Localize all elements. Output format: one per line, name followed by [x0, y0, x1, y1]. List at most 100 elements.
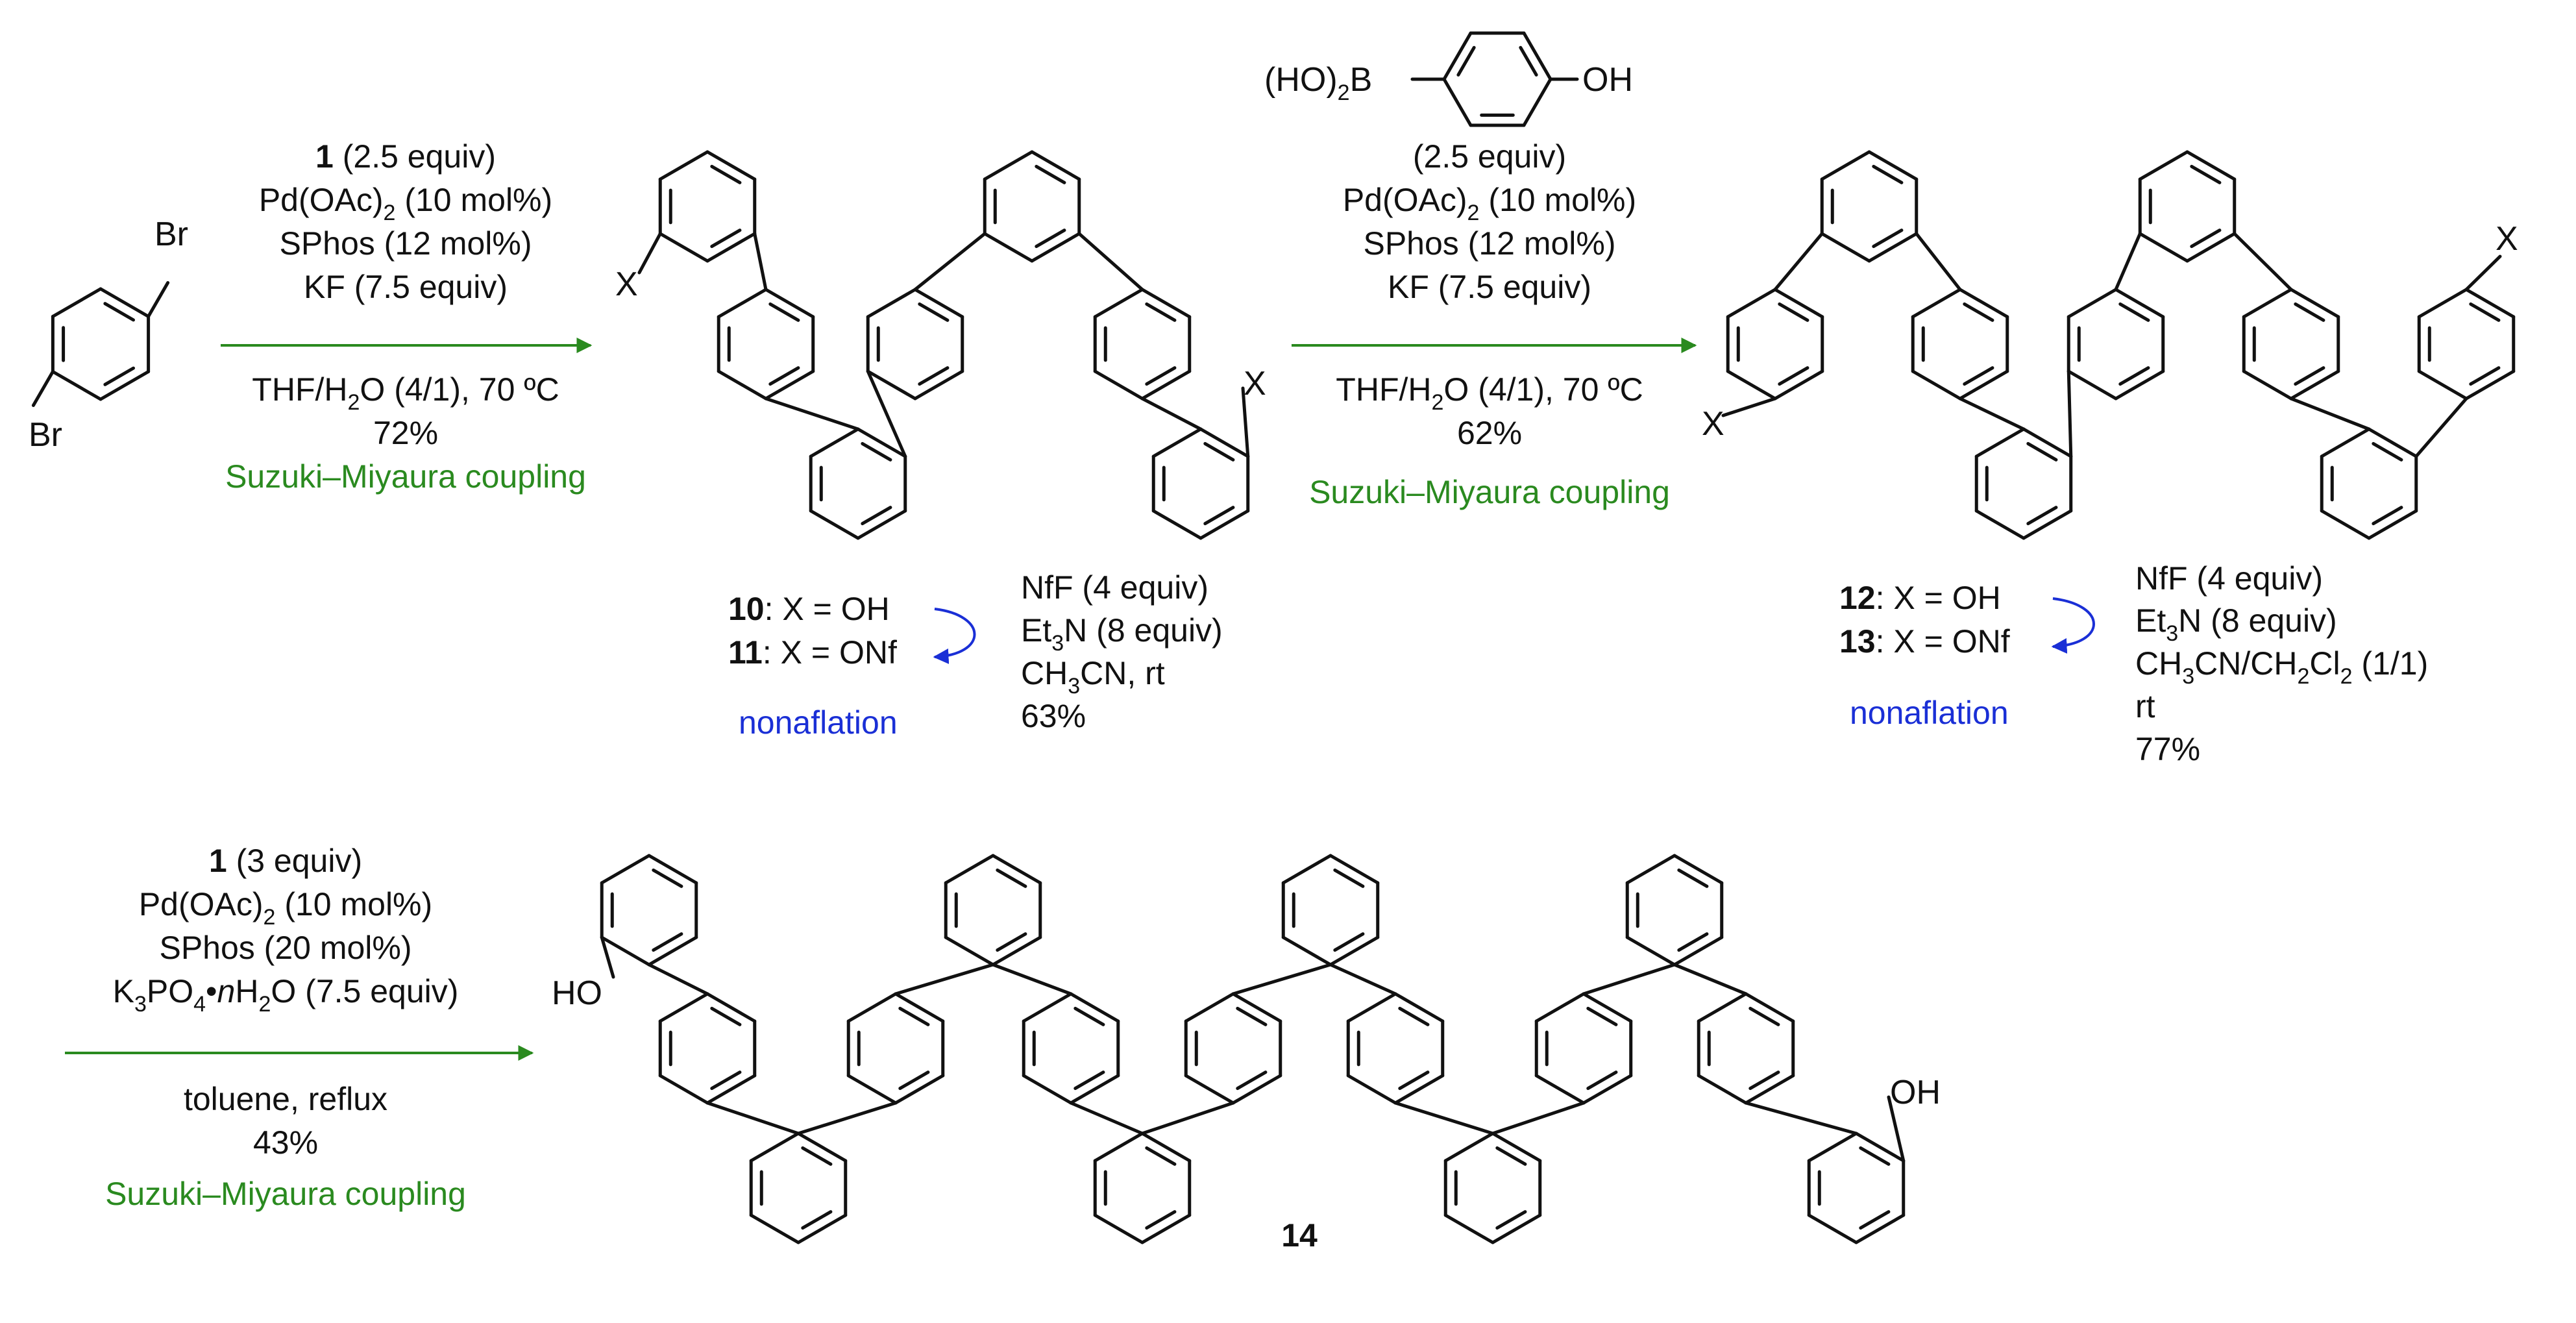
ring-bond: [2367, 509, 2418, 540]
ring-bond: [647, 935, 698, 967]
ring-bond: [1393, 992, 1445, 1023]
step2-ligand: SPhos (12 mol%): [1363, 225, 1615, 262]
ring-bond: [1443, 1131, 1495, 1163]
ring-bond: [1974, 509, 2026, 540]
nonaflation-2: 12: X = OH 13: X = ONf nonaflation NfF (…: [1839, 560, 2428, 767]
x-label-10-right: X: [1244, 365, 1266, 402]
nonaflation-label-2: nonaflation: [1850, 695, 2009, 731]
ring-bond: [1329, 935, 1380, 967]
ring-bond: [1393, 1074, 1445, 1105]
ring-bond: [1867, 150, 1919, 181]
ring-bond: [1442, 77, 1473, 127]
double-bond: [1203, 441, 1235, 462]
ring-bond: [1744, 1074, 1795, 1105]
double-bond: [1872, 164, 1904, 184]
ring-bond: [1069, 992, 1120, 1023]
step1-reaction-name: Suzuki–Miyaura coupling: [225, 458, 586, 495]
biaryl-bond: [2114, 232, 2142, 291]
double-bond: [1778, 302, 1809, 322]
double-bond: [1398, 1070, 1430, 1091]
c-x-bond: [2464, 254, 2502, 291]
ring-bond: [717, 369, 768, 401]
compound-11-definition: 11: X = ONf: [728, 634, 897, 671]
biaryl-bond: [753, 232, 768, 291]
ring-bond: [1491, 1131, 1542, 1163]
phenylene-ring-6: [2138, 150, 2237, 263]
double-bond: [1236, 1006, 1268, 1026]
phenylene-ring-9: [1281, 854, 1380, 967]
ring-bond: [749, 1213, 800, 1244]
step2-reaction-name: Suzuki–Miyaura coupling: [1309, 474, 1670, 510]
ring-bond: [1807, 1131, 1858, 1163]
ring-bond: [866, 288, 917, 319]
ring-bond: [1773, 369, 1824, 401]
ring-bond: [2114, 369, 2165, 401]
biaryl-bond: [1140, 397, 1203, 431]
ring-bond: [1673, 935, 1724, 967]
ring-bond: [1726, 369, 1777, 401]
ring-bond: [1140, 1131, 1192, 1163]
phenylene-ring-7: [1151, 427, 1250, 540]
double-bond: [2026, 441, 2058, 462]
double-bond: [710, 1006, 742, 1026]
ring-bond: [717, 288, 768, 319]
ring-bond: [796, 1213, 848, 1244]
ring-bond: [1854, 1131, 1906, 1163]
ring-bond: [1534, 1074, 1586, 1105]
phenylene-ring-5: [944, 854, 1042, 967]
ring-bond: [1773, 288, 1824, 319]
double-bond: [1963, 302, 1994, 322]
double-bond: [861, 441, 892, 462]
phenylene-ring-6: [1022, 992, 1120, 1105]
biaryl-bond: [1231, 963, 1332, 996]
ring-bond: [705, 1074, 757, 1105]
ring-bond: [1093, 369, 1144, 401]
phenylene-ring-12: [1534, 992, 1633, 1105]
ring-bond: [647, 854, 698, 885]
double-bond: [1859, 1146, 1891, 1166]
ring-bond: [1030, 232, 1081, 263]
nonaflation-1-base: Et3N (8 equiv): [1021, 612, 1223, 656]
phenylene-ring-8: [2320, 427, 2418, 540]
hydroxyl-label-left: HO: [552, 974, 602, 1012]
ring-bond: [658, 992, 709, 1023]
ring-bond: [894, 992, 945, 1023]
double-bond: [1495, 1210, 1527, 1230]
phenylene-ring-6: [1093, 288, 1192, 401]
biaryl-bond: [894, 963, 995, 996]
phenylene-ring-13: [1625, 854, 1724, 967]
ring-bond: [2417, 288, 2468, 319]
bromine-label-top: Br: [154, 216, 188, 253]
boronic-acid-ring: [1442, 31, 1552, 127]
double-bond: [710, 164, 742, 184]
ring-bond: [2320, 509, 2371, 540]
hydroxyl-label-right: OH: [1890, 1074, 1941, 1111]
x-label-10-left: X: [615, 266, 638, 303]
ring-bond: [913, 288, 964, 319]
step1-conditions: 1 (2.5 equiv) Pd(OAc)2 (10 mol%) SPhos (…: [225, 138, 586, 495]
ring-bond: [1281, 935, 1332, 967]
double-bond: [2118, 302, 2150, 322]
biaryl-bond: [991, 963, 1073, 996]
double-bond: [898, 1006, 930, 1026]
double-bond: [1145, 302, 1177, 322]
phenylene-ring-3: [1911, 288, 2009, 401]
nonaflation-2-solvent: CH3CN/CH2Cl2 (1/1): [2135, 645, 2428, 689]
step1-solvent: THF/H2O (4/1), 70 ºC: [252, 371, 559, 415]
nonaflation-2-base: Et3N (8 equiv): [2135, 602, 2337, 646]
ring-bond: [2320, 427, 2371, 458]
biaryl-bond: [2289, 397, 2371, 431]
ring-bond: [2138, 150, 2189, 181]
ring-bond: [2242, 369, 2293, 401]
ring-bond: [1184, 1074, 1235, 1105]
biaryl-bond: [1958, 397, 2026, 431]
c-x-bond: [1241, 386, 1250, 458]
step3-solvent: toluene, reflux: [184, 1081, 387, 1117]
phenylene-ring-7: [1093, 1131, 1192, 1244]
biaryl-bond: [1773, 232, 1824, 291]
ring-bond: [991, 935, 1042, 967]
compound-10-definition: 10: X = OH: [728, 591, 890, 627]
biaryl-bond: [796, 1101, 898, 1135]
c-oh-bond: [600, 935, 615, 979]
